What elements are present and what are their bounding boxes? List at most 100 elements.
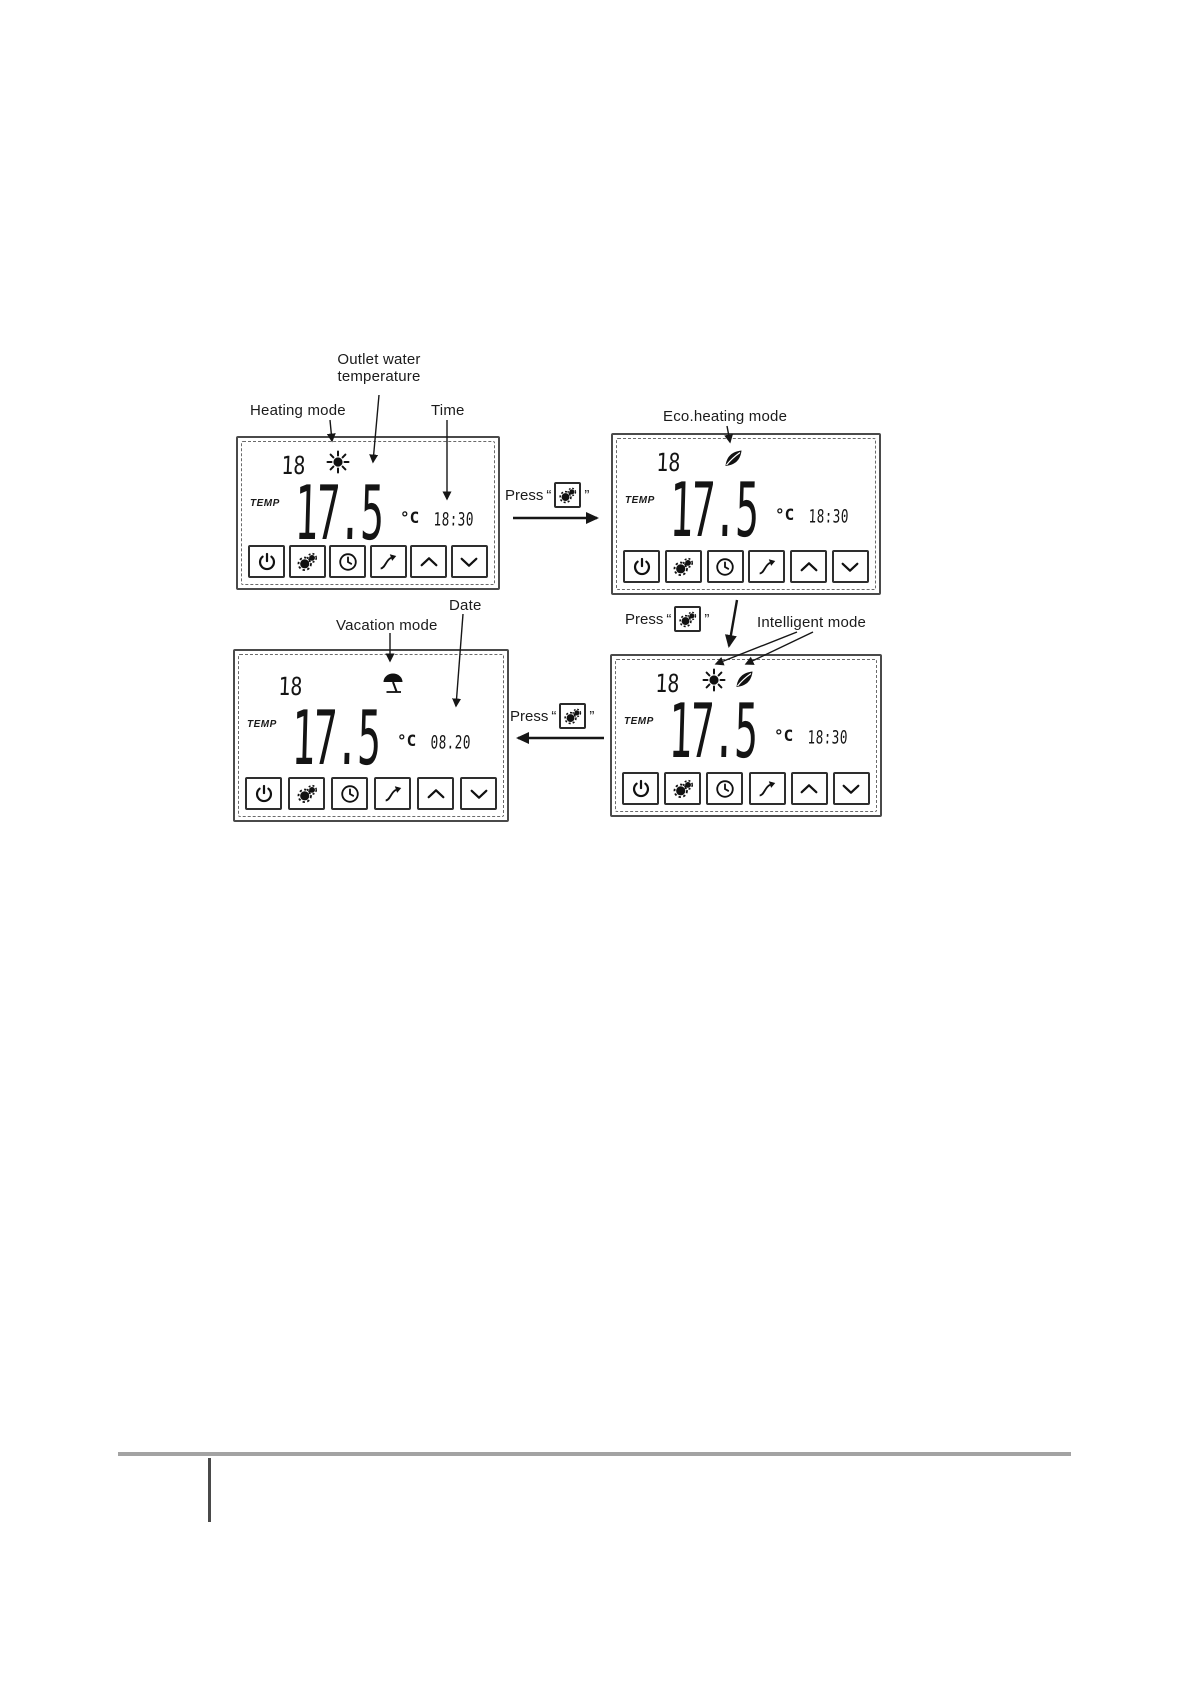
clock-icon	[714, 556, 736, 578]
mode-gears-icon	[296, 551, 318, 573]
mode-gears-icon	[563, 707, 582, 726]
curve-button	[369, 545, 407, 578]
down-button	[460, 777, 497, 810]
mode-gears-icon	[296, 783, 318, 805]
label-date: Date	[449, 597, 482, 614]
temp-unit: °C	[774, 726, 794, 745]
chevron-up-icon	[798, 778, 820, 800]
label-vacation-mode: Vacation mode	[336, 617, 438, 634]
power-button	[622, 772, 659, 805]
temp-label: TEMP	[625, 495, 655, 506]
display-panel-vacation-mode: 18 TEMP 17.5 °C 08.20	[233, 649, 509, 822]
curve-button	[748, 550, 786, 583]
display-bezel: 18 TEMP 17.5 °C 18:30	[241, 441, 495, 585]
time-digits: 18:30	[433, 510, 475, 531]
temp-label: TEMP	[250, 498, 280, 509]
temp-label: TEMP	[624, 716, 654, 727]
mode-gears-icon	[672, 778, 694, 800]
up-button	[417, 777, 454, 810]
display-bezel: 18 TEMP 17.5 °C 08.20	[238, 654, 504, 817]
label-outlet-water-temperature: Outlet water temperature	[337, 351, 421, 385]
date-digits: 08.20	[430, 733, 472, 754]
up-button	[790, 772, 828, 805]
display-panel-eco-heating-mode: 18 TEMP 17.5 °C 18:30	[611, 433, 881, 595]
temp-label: TEMP	[247, 719, 277, 730]
display-bezel: 18 TEMP 17.5 °C 18:30	[616, 438, 876, 590]
time-digits: 18:30	[807, 728, 849, 749]
display-panel-intelligent-mode: 18 TEMP 17.5 °C 18:30	[610, 654, 882, 817]
label-time: Time	[431, 402, 465, 419]
quote-open: “	[546, 486, 552, 504]
curve-button	[374, 777, 411, 810]
quote-open: “	[666, 610, 672, 628]
curve-icon	[377, 551, 399, 573]
display-bezel: 18 TEMP 17.5 °C 18:30	[615, 659, 877, 812]
outlet-temp-digits: 17.5	[667, 688, 758, 775]
footer-tick-mark	[208, 1458, 211, 1522]
curve-button	[748, 772, 786, 805]
clock-button	[331, 777, 368, 810]
chevron-up-icon	[798, 556, 820, 578]
press-label: Press	[510, 707, 549, 725]
outlet-temp-digits: 17.5	[293, 470, 384, 557]
curve-icon	[756, 778, 778, 800]
mode-button	[664, 550, 702, 583]
mode-button	[288, 545, 326, 578]
clock-button	[329, 545, 367, 578]
chevron-down-icon	[468, 783, 490, 805]
label-heating-mode: Heating mode	[250, 402, 346, 419]
power-button	[623, 550, 660, 583]
outlet-temp-digits: 17.5	[668, 467, 759, 554]
button-row	[622, 772, 870, 805]
down-button	[450, 545, 488, 578]
mode-gears-icon	[558, 486, 577, 505]
curve-icon	[756, 556, 778, 578]
press-label: Press	[625, 610, 664, 628]
button-row	[248, 545, 488, 578]
time-digits: 18:30	[808, 507, 850, 528]
clock-button	[706, 772, 744, 805]
footer-divider	[118, 1452, 1071, 1456]
quote-close: ”	[704, 610, 710, 628]
quote-close: ”	[589, 707, 595, 725]
mode-button-illustration	[554, 482, 582, 508]
clock-icon	[714, 778, 736, 800]
up-button	[790, 550, 828, 583]
power-icon	[630, 778, 652, 800]
mode-button-illustration	[674, 606, 702, 632]
press-label: Press	[505, 486, 544, 504]
label-eco-heating-mode: Eco.heating mode	[663, 408, 788, 425]
clock-icon	[337, 551, 359, 573]
clock-icon	[339, 783, 361, 805]
mode-button	[664, 772, 702, 805]
button-row	[623, 550, 869, 583]
press-instruction-2: Press “ ”	[625, 606, 709, 632]
power-icon	[631, 556, 653, 578]
button-row	[245, 777, 497, 810]
temp-unit: °C	[400, 508, 420, 527]
clock-button	[706, 550, 744, 583]
mode-icon-group	[381, 671, 405, 695]
press-instruction-1: Press “ ”	[505, 482, 589, 508]
down-button	[831, 550, 869, 583]
chevron-down-icon	[839, 556, 861, 578]
umbrella-icon	[381, 671, 405, 695]
mode-gears-icon	[678, 610, 697, 629]
mode-button-illustration	[559, 703, 587, 729]
chevron-down-icon	[458, 551, 480, 573]
label-intelligent-mode: Intelligent mode	[757, 614, 867, 631]
chevron-down-icon	[840, 778, 862, 800]
quote-close: ”	[584, 486, 590, 504]
press-instruction-3: Press “ ”	[510, 703, 594, 729]
temp-unit: °C	[397, 731, 417, 750]
temp-unit: °C	[775, 505, 795, 524]
power-button	[248, 545, 285, 578]
curve-icon	[382, 783, 404, 805]
up-button	[410, 545, 448, 578]
chevron-up-icon	[418, 551, 440, 573]
outlet-temp-digits: 17.5	[290, 695, 381, 782]
quote-open: “	[551, 707, 557, 725]
display-panel-heating-mode: 18 TEMP 17.5 °C 18:30	[236, 436, 500, 590]
